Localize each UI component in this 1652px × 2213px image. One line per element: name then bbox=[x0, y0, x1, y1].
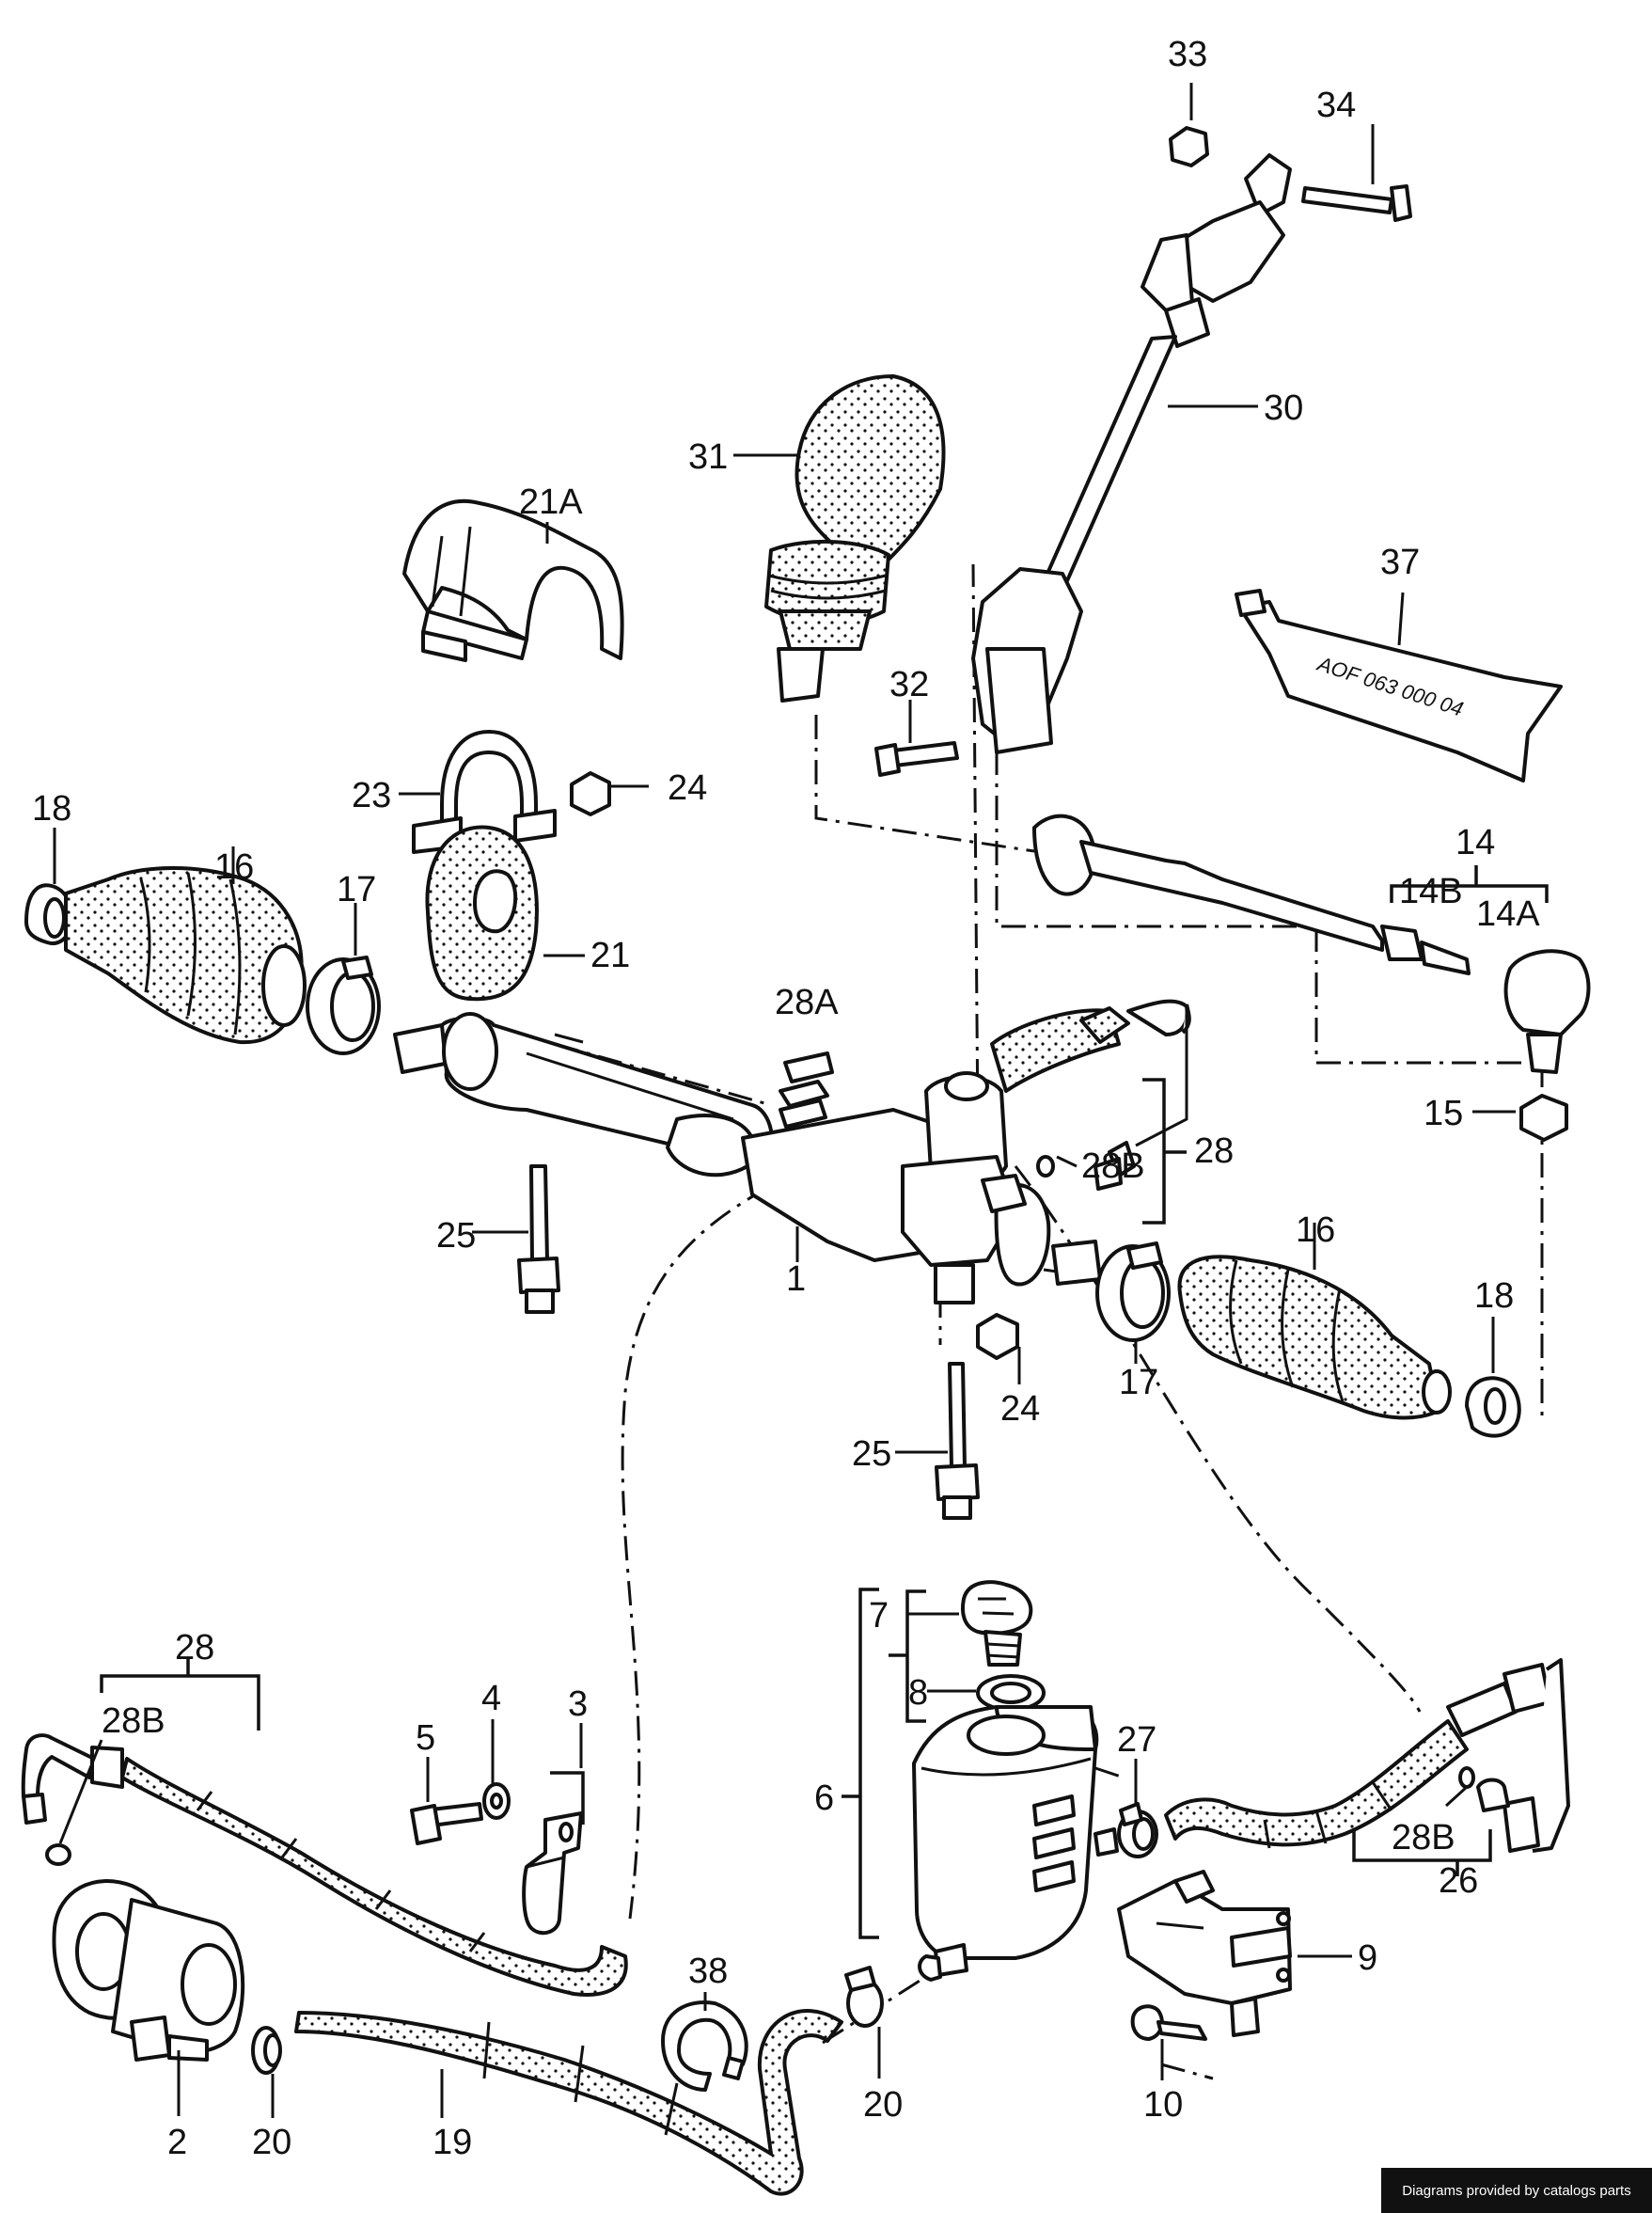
brace-28-lower bbox=[100, 1657, 260, 1731]
nut-33 bbox=[1169, 83, 1209, 167]
callout-21a: 21A bbox=[519, 482, 583, 522]
pressure-line-28-lower bbox=[21, 1733, 628, 1997]
callout-20-left: 20 bbox=[252, 2123, 291, 2162]
callout-labels: 33 34 30 31 21A 37 32 23 24 18 16 17 14 … bbox=[32, 35, 1540, 2162]
callout-9: 9 bbox=[1358, 1938, 1377, 1978]
steering-rack-1 bbox=[393, 1012, 1102, 1304]
callout-21: 21 bbox=[590, 936, 630, 975]
callout-37: 37 bbox=[1380, 543, 1420, 582]
callout-14: 14 bbox=[1455, 823, 1495, 862]
callout-27: 27 bbox=[1117, 1720, 1156, 1760]
callout-28b-right: 28B bbox=[1392, 1818, 1455, 1857]
callout-16-right: 16 bbox=[1296, 1210, 1335, 1250]
callout-17-left: 17 bbox=[337, 870, 376, 909]
callout-31: 31 bbox=[688, 437, 728, 477]
bolt-32 bbox=[874, 700, 959, 777]
boot-16-right bbox=[1177, 1223, 1452, 1420]
callout-17-right: 17 bbox=[1119, 1363, 1158, 1402]
callout-19: 19 bbox=[433, 2123, 472, 2162]
clip-18-right bbox=[1465, 1317, 1521, 1438]
callout-26: 26 bbox=[1439, 1861, 1478, 1901]
rubber-mount-21 bbox=[425, 825, 585, 1002]
callout-38: 38 bbox=[688, 1952, 728, 1991]
callout-23: 23 bbox=[352, 776, 391, 815]
clip-28a bbox=[779, 1051, 834, 1129]
hose-clamp-20-left bbox=[251, 2026, 282, 2118]
callout-24-lower: 24 bbox=[1000, 1389, 1040, 1429]
callout-28b-upper: 28B bbox=[1081, 1146, 1145, 1186]
callout-28b-left: 28B bbox=[102, 1701, 165, 1741]
brace-26 bbox=[1352, 1829, 1492, 1876]
clamp-17-right bbox=[1095, 1241, 1171, 1364]
callout-14b: 14B bbox=[1399, 872, 1463, 911]
filler-cap-7 bbox=[960, 1580, 1033, 1667]
callout-28-upper: 28 bbox=[1194, 1131, 1234, 1171]
callout-28-lower: 28 bbox=[175, 1628, 214, 1668]
callout-6: 6 bbox=[814, 1778, 834, 1818]
nut-24-upper bbox=[570, 771, 649, 816]
grease-tube-37: AOF 063 000 04 bbox=[1235, 589, 1563, 782]
callout-14a: 14A bbox=[1476, 894, 1540, 934]
callout-34: 34 bbox=[1316, 86, 1356, 125]
callout-25-left: 25 bbox=[436, 1216, 476, 1256]
washer-4 bbox=[482, 1719, 511, 1820]
bolt-5 bbox=[410, 1757, 483, 1845]
brace-7-8 bbox=[889, 1589, 926, 1723]
tie-rod-14 bbox=[1032, 814, 1591, 1074]
callout-33: 33 bbox=[1168, 35, 1207, 74]
watermark: Diagrams provided by catalogs parts bbox=[1381, 2168, 1652, 2213]
steering-shaft-30 bbox=[971, 153, 1292, 754]
heat-shield-21a bbox=[402, 498, 624, 662]
callout-15: 15 bbox=[1424, 1094, 1463, 1133]
power-steering-pump-2 bbox=[52, 1879, 245, 2116]
callout-32: 32 bbox=[889, 665, 929, 704]
boot-31 bbox=[733, 374, 946, 703]
callout-20-right: 20 bbox=[863, 2085, 903, 2125]
return-line-26 bbox=[1164, 1658, 1570, 1853]
clip-38 bbox=[661, 1992, 748, 2092]
callout-5: 5 bbox=[416, 1718, 435, 1758]
brace-6 bbox=[842, 1588, 879, 1939]
callout-24-upper: 24 bbox=[668, 768, 707, 808]
stud-25-right bbox=[895, 1362, 980, 1520]
screw-10 bbox=[1130, 2004, 1207, 2080]
clamp-17-left bbox=[306, 903, 381, 1055]
callout-4: 4 bbox=[481, 1679, 501, 1718]
nut-24-lower bbox=[976, 1313, 1021, 1384]
hose-clamp-20-right bbox=[844, 1966, 884, 2079]
callout-25-right: 25 bbox=[852, 1434, 891, 1474]
callout-28a: 28A bbox=[775, 983, 839, 1022]
hose-clamp-27 bbox=[1117, 1759, 1158, 1858]
pressure-line-28-upper bbox=[990, 999, 1191, 1191]
callout-3: 3 bbox=[568, 1684, 588, 1724]
callout-8: 8 bbox=[908, 1673, 928, 1713]
callout-16-left: 16 bbox=[214, 847, 254, 887]
callout-18-right: 18 bbox=[1474, 1276, 1514, 1316]
bracket-3 bbox=[522, 1723, 585, 1936]
bolt-34 bbox=[1301, 124, 1412, 222]
seal-8 bbox=[927, 1674, 1046, 1712]
fluid-reservoir-6 bbox=[912, 1705, 1119, 1982]
return-hose-19 bbox=[294, 2009, 843, 2196]
nut-15 bbox=[1472, 1094, 1568, 1142]
bracket-9 bbox=[1117, 1870, 1352, 2037]
boot-16-left bbox=[64, 846, 307, 1045]
callout-1: 1 bbox=[786, 1259, 806, 1299]
callout-7: 7 bbox=[869, 1596, 889, 1636]
stud-25-left bbox=[472, 1164, 560, 1314]
brace-14 bbox=[1390, 865, 1549, 903]
callout-18-left: 18 bbox=[32, 789, 71, 829]
callout-2: 2 bbox=[167, 2123, 187, 2162]
brace-28-upper bbox=[1142, 1078, 1187, 1225]
callout-10: 10 bbox=[1143, 2085, 1183, 2125]
callout-30: 30 bbox=[1264, 388, 1303, 428]
